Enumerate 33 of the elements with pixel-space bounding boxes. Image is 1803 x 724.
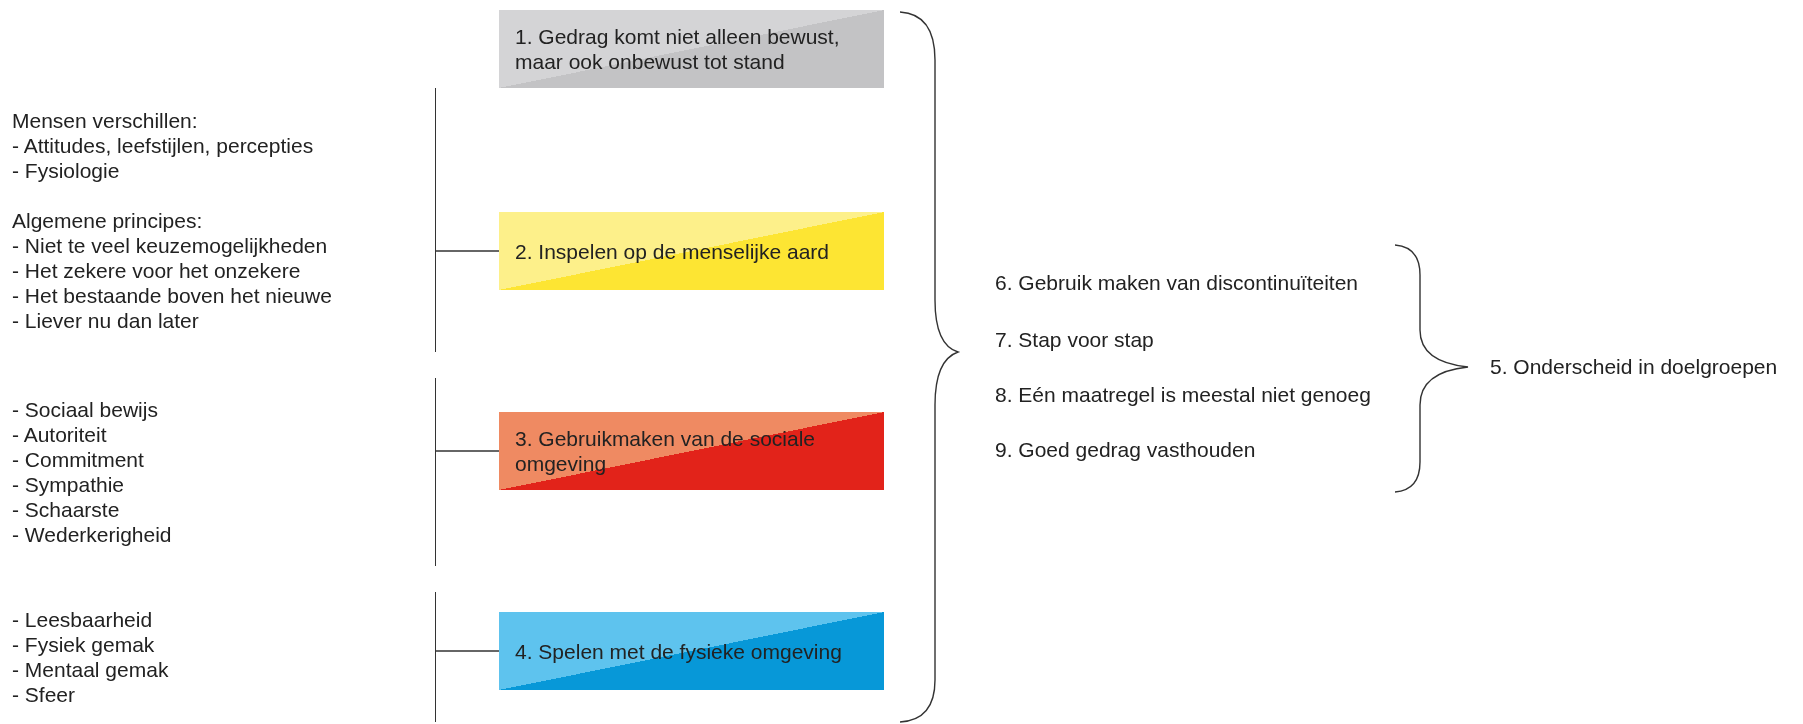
list-item: 5. Onderscheid in doelgroepen: [1490, 355, 1778, 379]
list-item: 7. Stap voor stap: [995, 328, 1154, 352]
list-item: - Commitment: [12, 447, 144, 472]
list-item: - Sociaal bewijs: [12, 397, 158, 422]
list-item: - Sympathie: [12, 472, 125, 497]
list-item: - Het bestaande boven het nieuwe: [12, 282, 332, 308]
step-box: 3. Gebruikmaken van de sociale omgeving: [499, 412, 884, 490]
list-item: - Wederkerigheid: [12, 522, 172, 547]
list-item: - Attitudes, leefstijlen, percepties: [12, 132, 314, 158]
connector-line: [435, 650, 500, 652]
list-item: 6. Gebruik maken van discontinuïteiten: [995, 271, 1359, 295]
step-box: 2. Inspelen op de menselijke aard: [499, 212, 884, 290]
step-box: 1. Gedrag komt niet alleen bewust, maar ook onbewust tot stand: [499, 10, 884, 88]
list-item: - Leesbaarheid: [12, 607, 153, 632]
list-item: - Autoriteit: [12, 422, 107, 447]
list-item: - Fysiologie: [12, 157, 120, 183]
list-item: 9. Goed gedrag vasthouden: [995, 438, 1256, 462]
list-item: - Liever nu dan later: [12, 307, 199, 333]
bracketed-list: [12, 88, 436, 352]
list-item: - Niet te veel keuzemogelijkheden: [12, 232, 328, 258]
connector-line: [435, 450, 500, 452]
connector-line: [435, 250, 500, 252]
bracketed-list: [12, 378, 436, 566]
list-item: 8. Eén maatregel is meestal niet genoeg: [995, 383, 1371, 407]
step-box: 4. Spelen met de fysieke omgeving: [499, 612, 884, 690]
list-item: - Mentaal gemak: [12, 657, 169, 682]
list-item: - Sfeer: [12, 682, 76, 707]
list-item: Algemene principes:: [12, 207, 203, 233]
list-item: Mensen verschillen:: [12, 107, 198, 133]
list-item: - Het zekere voor het onzekere: [12, 257, 301, 283]
list-item: - Schaarste: [12, 497, 120, 522]
bracketed-list: [12, 592, 436, 722]
list-item: - Fysiek gemak: [12, 632, 155, 657]
